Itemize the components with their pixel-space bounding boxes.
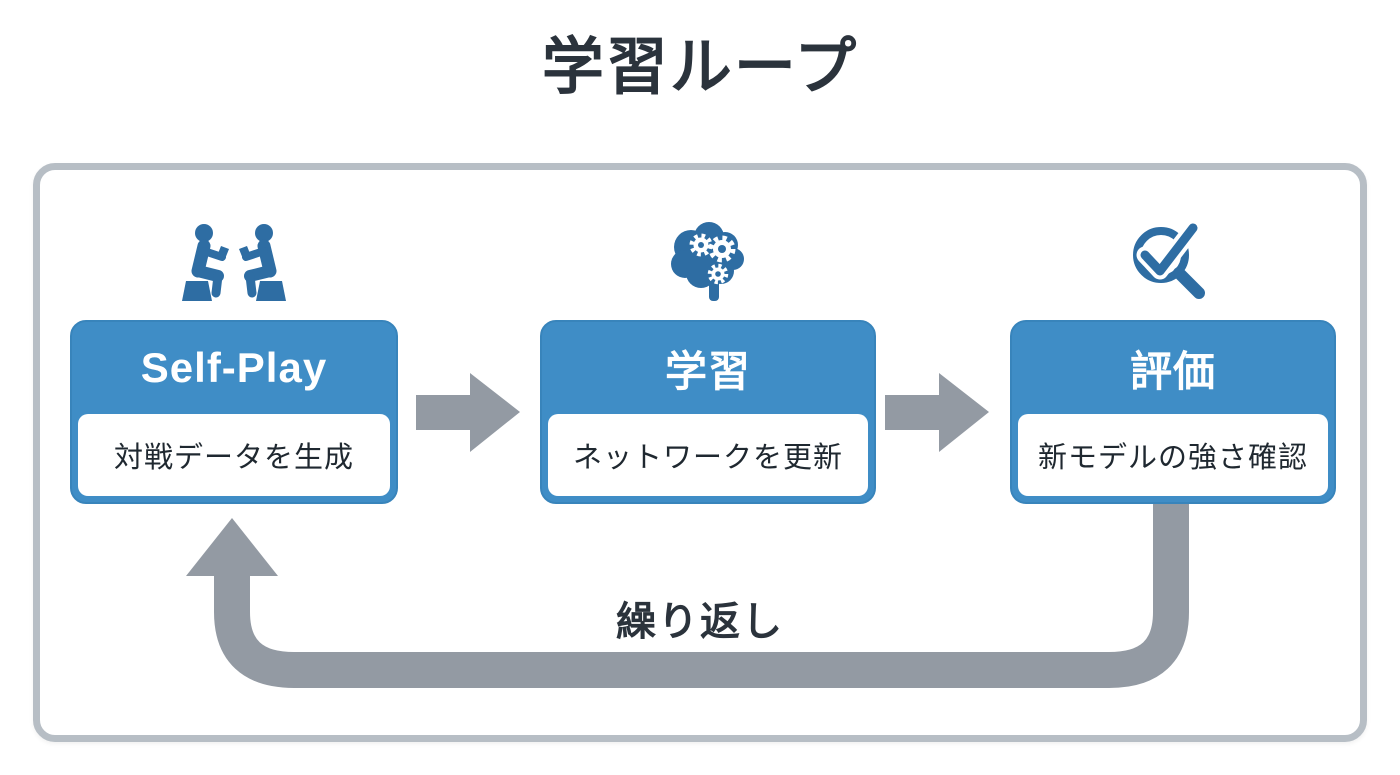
step-learning: 学習 ネットワークを更新 xyxy=(540,220,876,504)
step-card-evaluation: 評価 新モデルの強さ確認 xyxy=(1010,320,1336,504)
loop-label: 繰り返し xyxy=(616,600,784,644)
step-evaluation: 評価 新モデルの強さ確認 xyxy=(1010,219,1336,504)
step-description: 対戦データを生成 xyxy=(78,414,390,496)
step-label: Self-Play xyxy=(140,344,328,391)
step-card-self-play: Self-Play 対戦データを生成 xyxy=(70,320,398,504)
step-description: 新モデルの強さ確認 xyxy=(1018,414,1328,496)
diagram-title: 学習ループ xyxy=(541,33,859,102)
players-icon xyxy=(178,220,290,320)
magnifier-check-icon xyxy=(1125,219,1221,320)
gear-glyphs xyxy=(689,233,735,285)
step-label: 学習 xyxy=(664,347,751,395)
brain-gears-icon xyxy=(661,220,756,320)
step-label: 評価 xyxy=(1129,347,1216,395)
step-self-play: Self-Play 対戦データを生成 xyxy=(70,220,398,504)
step-description: ネットワークを更新 xyxy=(548,414,868,496)
step-card-learning: 学習 ネットワークを更新 xyxy=(540,320,876,504)
